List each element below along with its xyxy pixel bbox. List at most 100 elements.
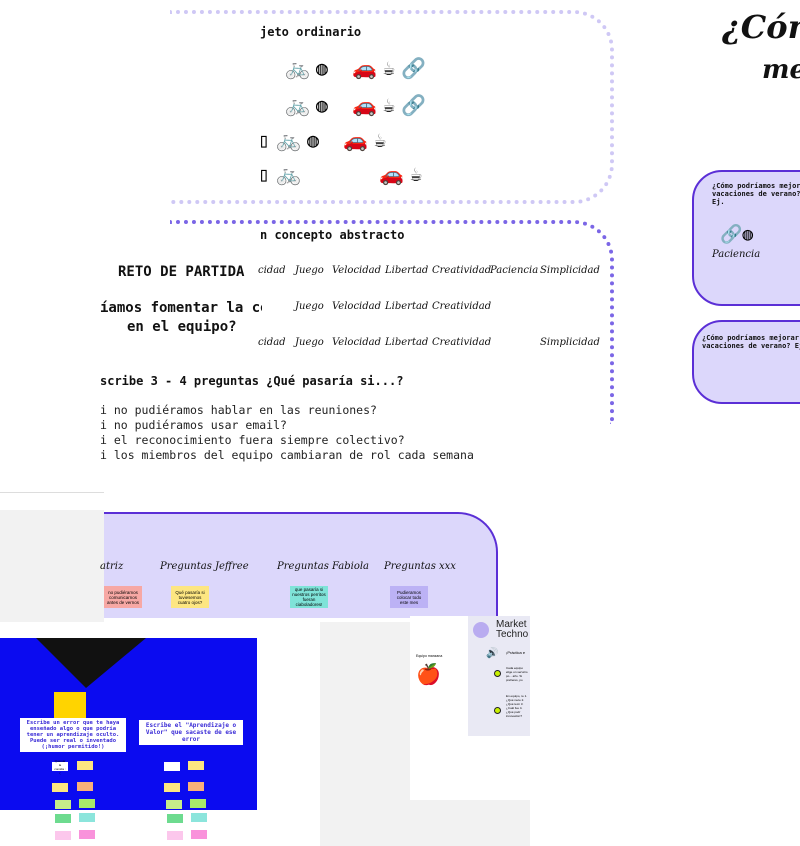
step-2-dot: [494, 707, 501, 714]
speaker-icon: 🔊: [486, 648, 499, 659]
card-word: Paciencia: [712, 249, 761, 260]
chain-icon: 🔗: [400, 93, 432, 117]
bike-icon: 🚲: [276, 162, 307, 186]
whatif-item: i no pudiéramos hablar en las reuniones?: [100, 403, 377, 417]
concept-word: Velocidad: [332, 301, 382, 312]
bike-icon: 🚲: [285, 56, 316, 80]
ordinary-object-frame: [170, 10, 614, 204]
column-title: Preguntas xxx: [384, 561, 456, 572]
concept-word: Libertad: [385, 301, 429, 312]
concept-word: Creatividad: [432, 265, 492, 276]
sticky-note[interactable]: [191, 813, 207, 822]
chain-ball-icons: 🔗◍: [720, 224, 754, 245]
car-icon: 🚗: [352, 56, 383, 80]
bike-icon: 🚲: [276, 128, 307, 152]
canvas-gap: [320, 622, 410, 846]
concept-word: Juego: [295, 301, 324, 312]
concept-word: Velocidad: [332, 265, 382, 276]
coffee-icon: ☕: [373, 128, 392, 152]
coffee-icon: ☕: [410, 162, 429, 186]
icon-row-4: ▯🚲 🚗☕: [258, 162, 428, 186]
apple-icon: 🍎: [416, 662, 441, 686]
column-title: Preguntas Fabiola: [277, 561, 370, 572]
car-icon: 🚗: [343, 128, 374, 152]
practice-label: ¡Práctica e: [506, 650, 526, 655]
icon-row-3: ▯🚲◍ 🚗☕: [258, 128, 392, 152]
card-text: ¿Cómo podríamos mejorar vacaciones de ve…: [712, 182, 800, 206]
right-title-1: ¿Cóm: [722, 8, 800, 46]
lesson-prompt: Escribe el "Aprendizaje o Valor" que sac…: [139, 720, 243, 745]
sticky-note[interactable]: Pudieramos colocar todo este mes: [390, 586, 428, 608]
questions-board: [104, 512, 498, 618]
concept-word: Velocidad: [332, 337, 382, 348]
sticky-note[interactable]: Qué pasaría si tuviesemos cuatro ojos?: [171, 586, 209, 608]
frame-title: jeto ordinario: [260, 25, 362, 39]
concept-word: cidad: [258, 265, 286, 276]
sticky-note[interactable]: [167, 814, 183, 823]
sticky-note[interactable]: [79, 813, 95, 822]
chain-icon: 🔗: [400, 56, 432, 80]
sticky-note[interactable]: [55, 831, 71, 840]
icon-row-1: 🚲◍ 🚗☕🔗: [285, 56, 432, 80]
car-icon: 🚗: [379, 162, 411, 186]
concept-word: cidad: [258, 337, 286, 348]
ball-icon: ◍: [315, 93, 334, 117]
icon-row-2: 🚲◍ 🚗☕🔗: [285, 93, 432, 117]
step-1-dot: [494, 670, 501, 677]
ball-icon: ◍: [315, 56, 334, 80]
coffee-icon: ☕: [382, 93, 401, 117]
concept-word: Juego: [295, 265, 324, 276]
sticky-note[interactable]: [191, 830, 207, 839]
concept-word: Libertad: [385, 337, 429, 348]
ball-icon: ◍: [306, 128, 325, 152]
sticky-note[interactable]: [55, 814, 71, 823]
concept-word: Libertad: [385, 265, 429, 276]
market-title: Market: [496, 619, 527, 630]
divider: [0, 492, 104, 493]
concept-word: Juego: [295, 337, 324, 348]
challenge-question-2: en el equipo?: [127, 319, 237, 335]
abstract-concept-frame: [170, 220, 614, 424]
challenge-question-1: íamos fomentar la co: [100, 300, 262, 316]
step-1-text: Cada equipo elige un servicio po... año.…: [506, 666, 528, 682]
car-icon: 🚗: [352, 93, 383, 117]
column-title: atriz: [100, 561, 124, 572]
concept-word: Creatividad: [432, 337, 492, 348]
bike-icon: 🚲: [285, 93, 316, 117]
concept-word: Paciencia: [490, 265, 539, 276]
column-title: Preguntas Jeffree: [160, 561, 249, 572]
door-icon: ▯: [258, 128, 277, 152]
question-card[interactable]: ¿Cómo podríamos mejorar vacaciones de ve…: [692, 170, 800, 306]
sticky-note[interactable]: [167, 831, 183, 840]
error-board: Escribe un error que te haya enseñado al…: [0, 638, 257, 810]
coffee-icon: ☕: [382, 56, 401, 80]
error-prompt: Escribe un error que te haya enseñado al…: [20, 718, 126, 752]
sticky-note[interactable]: Quemar la comida :(: [52, 759, 68, 775]
whatif-item: i el reconocimiento fuera siempre colect…: [100, 433, 405, 447]
tunnel-shape: [36, 638, 146, 688]
concept-word: Simplicidad: [540, 265, 600, 276]
step-2-text: En equipo, re 1. ¿Qué nece 2. ¿Qué tecn …: [506, 694, 528, 718]
door-icon: ▯: [258, 162, 277, 186]
logo-icon: [473, 622, 489, 638]
sticky-note[interactable]: no pudiéramos comunicarnos antes de vern…: [104, 586, 142, 608]
whatif-heading: scribe 3 - 4 preguntas ¿Qué pasaría si..…: [100, 374, 404, 388]
concept-word: Simplicidad: [540, 337, 600, 348]
canvas-gap: [410, 800, 530, 846]
canvas-gap: [0, 510, 104, 622]
sticky-note[interactable]: que pasaría si nuestros perritos fueran …: [290, 586, 328, 608]
concept-word: Creatividad: [432, 301, 492, 312]
whatif-list: i no pudiéramos hablar en las reuniones?…: [100, 403, 474, 463]
frame-title: n concepto abstracto: [260, 228, 405, 242]
sticky-note[interactable]: [79, 830, 95, 839]
whatif-item: i los miembros del equipo cambiaran de r…: [100, 448, 474, 462]
card-text: ¿Cómo podríamos mejorar nu vacaciones de…: [702, 334, 800, 350]
question-card[interactable]: ¿Cómo podríamos mejorar nu vacaciones de…: [692, 320, 800, 404]
team-label: Equipo manzana: [416, 654, 443, 658]
right-title-2: mej: [762, 55, 800, 85]
challenge-label: RETO DE PARTIDA: [118, 264, 245, 280]
market-title: Techno: [496, 629, 529, 640]
whatif-item: i no pudiéramos usar email?: [100, 418, 287, 432]
